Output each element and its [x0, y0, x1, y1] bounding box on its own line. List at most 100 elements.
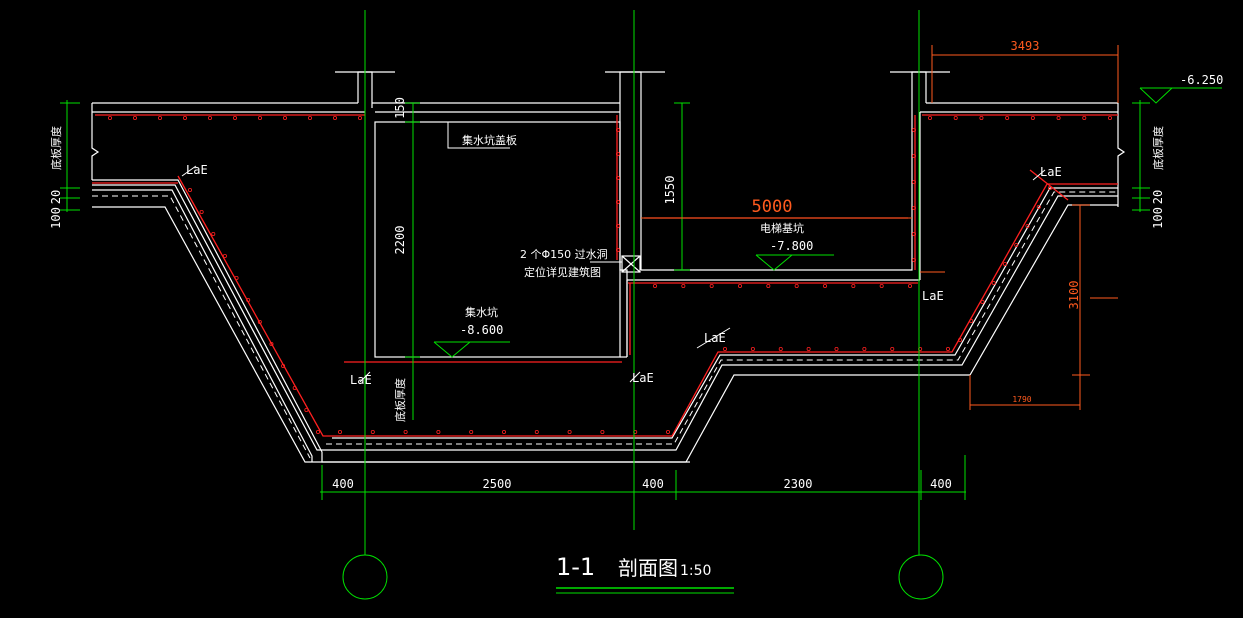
label-sump-pit: 集水坑 — [465, 305, 498, 319]
rebar-dot — [1025, 223, 1030, 228]
dim-slope-height: 3100 — [1067, 281, 1081, 310]
dim-bottom-2: 2500 — [483, 477, 512, 491]
rebar-dot — [436, 429, 441, 434]
dim-bottom-4: 2300 — [784, 477, 813, 491]
level-top: -6.250 — [1180, 73, 1223, 87]
rebar-dot — [281, 363, 286, 368]
level-mark-sump-tri — [433, 341, 471, 358]
dim-cover-thk: 150 — [393, 97, 407, 119]
rebar-dot — [132, 116, 137, 121]
rebar-dot — [616, 151, 621, 156]
label-pipe-2: 定位详见建筑图 — [524, 265, 601, 279]
rebar-dot — [207, 116, 212, 121]
rebar-dot — [851, 283, 856, 288]
elevator-pit-floor — [641, 112, 913, 271]
rebar-dot — [616, 199, 621, 204]
rebar-dot — [282, 116, 287, 121]
leader-lines — [181, 122, 1046, 383]
dim-elev-depth: 1550 — [663, 176, 677, 205]
rebar-dot — [616, 175, 621, 180]
lae-2: LaE — [1040, 165, 1062, 179]
dim-left-20: 20 — [49, 190, 63, 204]
rebar-dot — [912, 153, 917, 158]
rebar-dot — [946, 346, 951, 351]
rebar-dot — [778, 346, 783, 351]
rebar-dot — [1056, 116, 1061, 121]
rebar-dot — [199, 209, 204, 214]
right-slab-edge — [1117, 103, 1126, 207]
slab-thickness-mid: 底板厚度 — [393, 378, 407, 422]
rebar-dot — [709, 283, 714, 288]
lae-6: LaE — [632, 371, 654, 385]
level-elevator-pit: -7.800 — [770, 239, 813, 253]
rebar-dot — [222, 253, 227, 258]
rebar-dot — [1048, 185, 1053, 190]
rebar-dot — [232, 116, 237, 121]
label-elevator-pit: 电梯基坑 — [760, 221, 804, 235]
rebar-dot — [1003, 261, 1008, 266]
rebar-dot — [332, 116, 337, 121]
rebar-dot — [991, 280, 996, 285]
rebar-dot — [211, 231, 216, 236]
rebar-dot — [912, 205, 917, 210]
rebar-dot — [912, 257, 917, 262]
rebar-dot — [766, 283, 771, 288]
rebar-dots — [108, 116, 1113, 434]
rebar-dot — [337, 429, 342, 434]
rebar-dot — [953, 116, 958, 121]
rebar-dot — [806, 346, 811, 351]
rebar-dot — [834, 346, 839, 351]
through-hole — [621, 255, 641, 273]
rebar-dot — [257, 116, 262, 121]
rebar-dot — [567, 429, 572, 434]
rebar-dot — [912, 231, 917, 236]
rebar-dot — [182, 116, 187, 121]
rebar-dot — [257, 319, 262, 324]
rebar-dot — [928, 116, 933, 121]
dim-bottom-1: 400 — [332, 477, 354, 491]
rebar-dot — [246, 297, 251, 302]
rebar-dot — [600, 429, 605, 434]
rebar-dot — [823, 283, 828, 288]
axis-lines — [342, 10, 944, 600]
rebar-dot — [908, 283, 913, 288]
outer-bottom-line-2 — [92, 189, 313, 462]
rebar-dot — [750, 346, 755, 351]
rebar-dot — [912, 179, 917, 184]
lae-1: LaE — [186, 163, 208, 177]
outer-bottom-line-3 — [92, 206, 690, 463]
rebar-dot — [890, 346, 895, 351]
middle-column-left — [619, 103, 628, 357]
rebar-dot — [1036, 204, 1041, 209]
dim-sump-depth: 2200 — [393, 226, 407, 255]
rebar-dot — [1005, 116, 1010, 121]
inner-bottom-line-2 — [332, 187, 1118, 439]
rebar-dot — [616, 223, 621, 228]
rebar-dot — [315, 429, 320, 434]
red-dimension-lines — [641, 45, 1119, 410]
dim-left-100: 100 — [49, 207, 63, 229]
label-sump-cover: 集水坑盖板 — [462, 133, 517, 147]
level-sump-pit: -8.600 — [460, 323, 503, 337]
dim-right-20: 20 — [1151, 190, 1165, 204]
rebar-dot — [862, 346, 867, 351]
rebar-dot — [403, 429, 408, 434]
dim-pit-width: 5000 — [752, 197, 793, 217]
dim-top-width: 3493 — [1011, 39, 1040, 53]
slab-thickness-left: 底板厚度 — [49, 126, 63, 170]
rebar-dot — [108, 116, 113, 121]
rebar-dot — [958, 337, 963, 342]
rebar-dot — [157, 116, 162, 121]
dim-bottom-3: 400 — [642, 477, 664, 491]
rebar-dot — [794, 283, 799, 288]
axis-bubble-right — [898, 554, 944, 600]
rebar-dot — [653, 283, 658, 288]
title-name: 剖面图 — [618, 556, 678, 580]
rebar-dot — [304, 407, 309, 412]
rebar-dot — [979, 116, 984, 121]
rebar-dot — [357, 116, 362, 121]
lae-4: LaE — [922, 289, 944, 303]
dim-slope-run: 1790 — [1012, 395, 1031, 404]
rebar-dot — [187, 187, 192, 192]
rebar-lines — [92, 114, 1118, 437]
